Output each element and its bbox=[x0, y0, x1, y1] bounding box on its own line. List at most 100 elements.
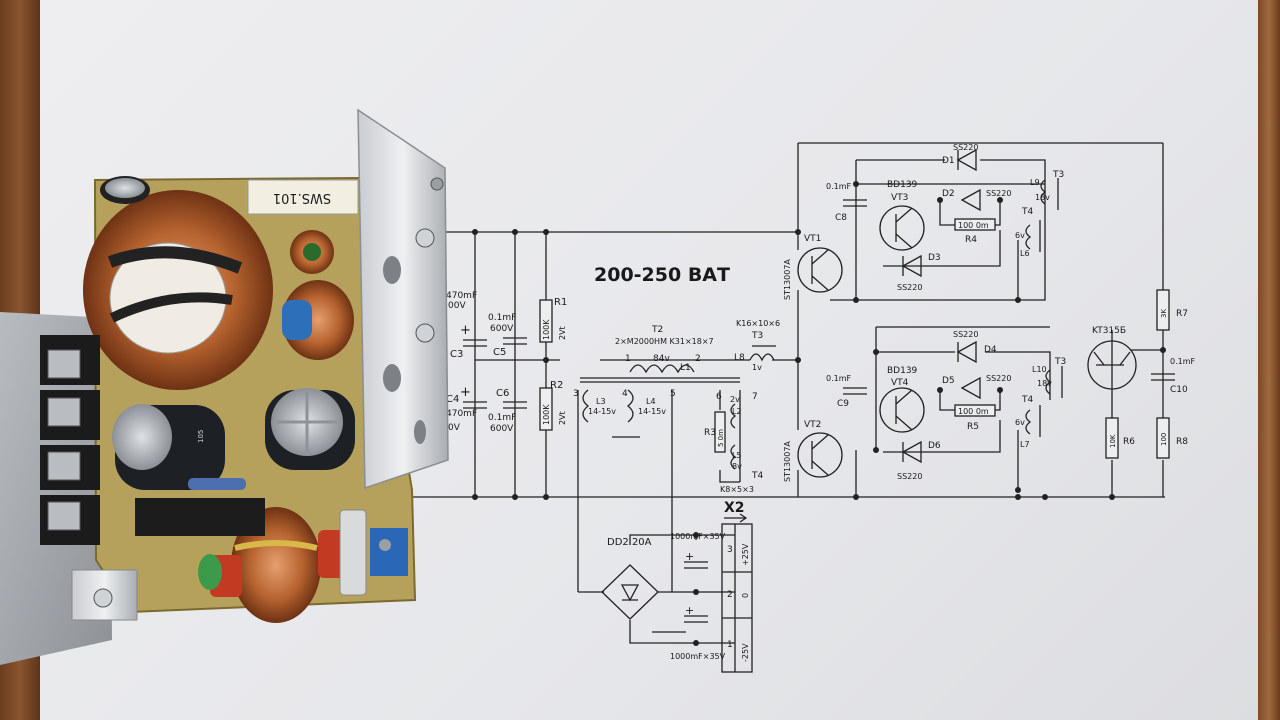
resistor-r6: 10K R6 bbox=[1105, 417, 1135, 459]
svg-text:8v: 8v bbox=[732, 462, 742, 471]
svg-text:600V: 600V bbox=[490, 424, 514, 434]
svg-text:0.1mF: 0.1mF bbox=[826, 374, 852, 383]
svg-text:L1: L1 bbox=[680, 363, 691, 373]
svg-text:ST13007A: ST13007A bbox=[783, 259, 792, 300]
cap-label-text: 105 bbox=[197, 430, 205, 443]
svg-text:100 0m: 100 0m bbox=[958, 407, 989, 416]
small-resistor bbox=[188, 478, 246, 490]
heatsink-plate bbox=[357, 108, 449, 490]
schematic: + C3 470mF 00V + C4 470mF 0V 0.1mF 600V … bbox=[410, 142, 1196, 673]
svg-text:SS220: SS220 bbox=[897, 283, 922, 292]
svg-text:+: + bbox=[685, 604, 694, 617]
svg-text:D6: D6 bbox=[928, 441, 941, 451]
svg-text:L2: L2 bbox=[732, 407, 742, 416]
diode-d3: D3 SS220 bbox=[897, 253, 941, 292]
svg-text:2×M2000HM K31×18×7: 2×M2000HM K31×18×7 bbox=[615, 337, 714, 346]
svg-text:D2: D2 bbox=[942, 189, 955, 199]
transistor-vt2: VT2 ST13007A bbox=[783, 420, 843, 482]
capacitor-c9: 0.1mF C9 bbox=[826, 374, 867, 409]
svg-text:+: + bbox=[460, 385, 471, 400]
svg-text:0.1mF: 0.1mF bbox=[826, 182, 852, 191]
svg-text:+25V: +25V bbox=[741, 543, 750, 566]
svg-text:10K: 10K bbox=[1109, 434, 1117, 448]
svg-text:VT4: VT4 bbox=[891, 378, 909, 388]
svg-text:L4: L4 bbox=[646, 397, 656, 406]
svg-text:DD2 20A: DD2 20A bbox=[607, 537, 652, 548]
svg-text:2: 2 bbox=[727, 590, 733, 600]
svg-text:L10: L10 bbox=[1032, 365, 1047, 374]
svg-text:6v: 6v bbox=[1015, 231, 1025, 240]
svg-text:100K: 100K bbox=[542, 404, 551, 425]
svg-text:R3: R3 bbox=[704, 428, 716, 438]
svg-text:2Vt: 2Vt bbox=[558, 326, 567, 340]
svg-text:1: 1 bbox=[727, 640, 733, 650]
svg-text:14-15v: 14-15v bbox=[588, 407, 616, 416]
svg-text:L7: L7 bbox=[1020, 440, 1030, 449]
diode-d2: D2 SS220 bbox=[942, 188, 1011, 212]
winding-l7-t4: T4 6v L7 bbox=[1015, 395, 1041, 449]
svg-text:6: 6 bbox=[716, 392, 722, 402]
resistor-r1: R1 100K 2Vt bbox=[539, 297, 567, 343]
svg-text:D4: D4 bbox=[984, 345, 997, 355]
svg-text:2Vt: 2Vt bbox=[558, 411, 567, 425]
wood-surface-right bbox=[1258, 0, 1280, 720]
svg-text:L3: L3 bbox=[596, 397, 606, 406]
svg-text:1: 1 bbox=[625, 354, 631, 364]
svg-text:0: 0 bbox=[741, 593, 750, 598]
transistor-vt5: KT315Б bbox=[1087, 326, 1137, 390]
svg-text:3: 3 bbox=[573, 389, 579, 399]
pcb-photo: SWS.101 bbox=[0, 108, 449, 665]
diode-d1: SS220 D1 bbox=[942, 143, 978, 172]
svg-text:D5: D5 bbox=[942, 376, 955, 386]
resistor-r8: 100 R8 bbox=[1156, 417, 1188, 459]
svg-text:0.1mF: 0.1mF bbox=[1170, 357, 1196, 366]
resistor-r7: 3K R7 bbox=[1156, 289, 1188, 331]
svg-text:84v: 84v bbox=[653, 354, 670, 364]
diode-d4: SS220 D4 bbox=[953, 330, 997, 364]
capacitor-c8: 0.1mF C8 bbox=[826, 182, 867, 223]
svg-text:3: 3 bbox=[727, 545, 733, 555]
svg-text:0.1mF: 0.1mF bbox=[488, 413, 516, 423]
pcb-label-text: SWS.101 bbox=[273, 190, 331, 205]
green-component bbox=[198, 554, 222, 590]
svg-text:C3: C3 bbox=[450, 349, 463, 360]
svg-text:1v: 1v bbox=[752, 363, 762, 372]
svg-text:BD139: BD139 bbox=[887, 366, 918, 376]
svg-text:1000mF×35V: 1000mF×35V bbox=[670, 532, 726, 541]
capacitor-c5: 0.1mF 600V C5 bbox=[488, 313, 527, 358]
svg-text:C6: C6 bbox=[496, 388, 509, 399]
svg-text:C8: C8 bbox=[835, 213, 847, 223]
svg-text:R8: R8 bbox=[1176, 437, 1188, 447]
svg-text:SS220: SS220 bbox=[986, 374, 1011, 383]
svg-text:T3: T3 bbox=[1052, 170, 1064, 180]
svg-text:470mF: 470mF bbox=[446, 409, 477, 419]
schematic-title: 200-250 ВАТ bbox=[594, 264, 730, 286]
svg-text:1000mF×35V: 1000mF×35V bbox=[670, 652, 726, 661]
svg-text:14-15v: 14-15v bbox=[638, 407, 666, 416]
output-capacitor-1: + 1000mF×35V bbox=[670, 532, 726, 569]
svg-text:0.1mF: 0.1mF bbox=[488, 313, 516, 323]
svg-text:C5: C5 bbox=[493, 347, 506, 358]
svg-text:SS220: SS220 bbox=[953, 143, 978, 152]
diode-d6: D6 SS220 bbox=[897, 440, 941, 481]
bridge-rectifier-dd2: DD2 20A bbox=[601, 537, 659, 620]
svg-text:100: 100 bbox=[1160, 433, 1168, 446]
svg-text:K16×10×6: K16×10×6 bbox=[736, 319, 780, 328]
transistor-vt1: VT1 ST13007A bbox=[783, 234, 843, 300]
svg-text:VT2: VT2 bbox=[804, 420, 821, 430]
svg-text:100K: 100K bbox=[542, 319, 551, 340]
power-resistor bbox=[135, 498, 265, 536]
winding-l6-t4: T4 6v L6 bbox=[1015, 207, 1041, 258]
svg-text:T3: T3 bbox=[751, 331, 763, 341]
winding-l9-t3: L9 T3 18v bbox=[1030, 170, 1064, 210]
svg-text:-25V: -25V bbox=[741, 643, 750, 662]
svg-text:5: 5 bbox=[670, 389, 676, 399]
heatsink-screws bbox=[383, 177, 444, 444]
capacitor-c10: 0.1mF C10 bbox=[1151, 357, 1196, 395]
transistor-vt4: BD139 VT4 bbox=[879, 366, 925, 433]
svg-text:6v: 6v bbox=[1015, 418, 1025, 427]
svg-text:T2: T2 bbox=[651, 325, 663, 335]
svg-text:2: 2 bbox=[695, 354, 701, 364]
svg-text:T3: T3 bbox=[1054, 357, 1066, 367]
